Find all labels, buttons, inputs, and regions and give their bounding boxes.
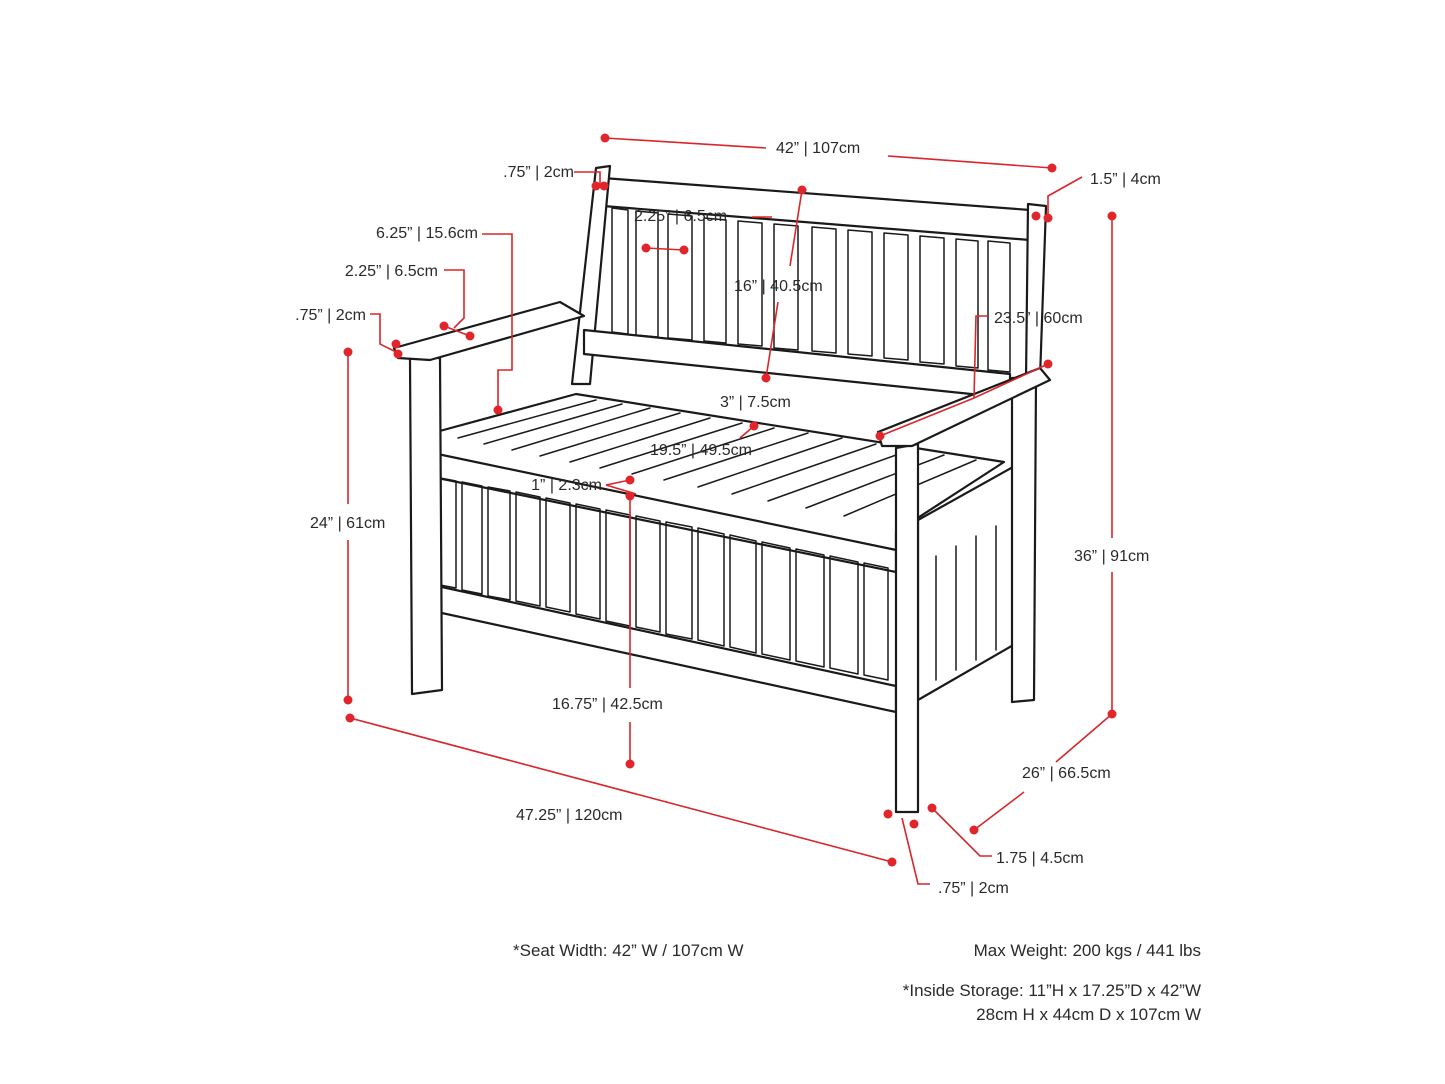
label-arm-width-front: 6.25” | 15.6cm (376, 225, 478, 242)
backrest-slats (611, 207, 1011, 373)
inside-storage-imperial-note: *Inside Storage: 11”H x 17.25”D x 42”W (902, 981, 1201, 1000)
front-left-leg (408, 356, 444, 696)
label-backrest-post: 1.5” | 4cm (1090, 171, 1161, 188)
back-right-leg (1010, 376, 1038, 704)
label-leg-thickness: .75” | 2cm (938, 880, 1009, 897)
label-arm-height: 24” | 61cm (310, 515, 385, 532)
right-armrest (876, 366, 1052, 448)
left-back-post (570, 164, 612, 386)
label-overall-depth: 26” | 66.5cm (1022, 765, 1111, 782)
max-weight-note: Max Weight: 200 kgs / 441 lbs (973, 941, 1201, 960)
dimension-labels: 42” | 107cm .75” | 2cm 1.5” | 4cm 2.25” … (295, 140, 1161, 897)
inside-storage-metric-note: 28cm H x 44cm D x 107cm W (976, 1005, 1201, 1024)
front-bottom-rail (426, 582, 898, 714)
label-leg-width: 1.75 | 4.5cm (996, 850, 1084, 867)
label-overall-width: 42” | 107cm (776, 140, 860, 157)
side-panel-slats (935, 525, 997, 681)
front-panel-slats (439, 477, 889, 681)
label-arm-height-from-seat: 23.5” | 60cm (994, 310, 1083, 327)
label-seat-height: 16.75” | 42.5cm (552, 696, 663, 713)
front-right-leg (894, 442, 920, 814)
seat-width-note: *Seat Width: 42” W / 107cm W (513, 941, 744, 960)
bench-illustration (392, 164, 1052, 814)
left-armrest (392, 300, 586, 362)
label-total-height: 36” | 91cm (1074, 548, 1149, 565)
label-slat-width: 2.25” | 6.5cm (634, 208, 727, 225)
label-backrest-height: 16” | 40.5cm (734, 278, 823, 295)
label-seat-thickness: 1” | 2.3cm (531, 477, 602, 494)
backrest-lower-rail (582, 328, 1012, 400)
label-arm-width-mid: 2.25” | 6.5cm (345, 263, 438, 280)
label-rail-height: 3” | 7.5cm (720, 394, 791, 411)
right-back-post (1024, 202, 1048, 382)
dimension-endpoints (343, 133, 1117, 867)
label-backrest-thickness: .75” | 2cm (503, 164, 574, 181)
label-overall-length: 47.25” | 120cm (516, 807, 622, 824)
label-seat-depth: 19.5” | 49.5cm (650, 442, 752, 459)
label-arm-thickness: .75” | 2cm (295, 307, 366, 324)
